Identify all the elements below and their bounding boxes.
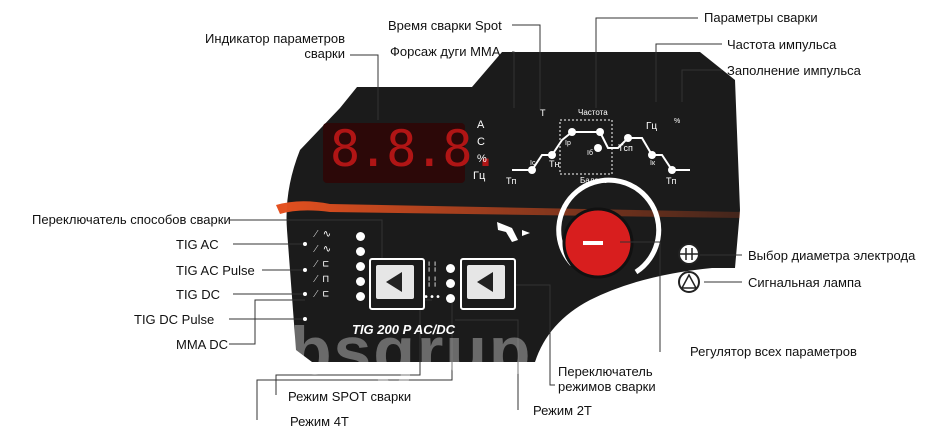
- tig-dc-symbol: ⁄ ⊏: [315, 259, 329, 270]
- led-tig-ac: [356, 232, 365, 241]
- led-tig-dc-pulse: [356, 277, 365, 286]
- tig-ac-symbol: ⁄ ∿: [315, 229, 332, 240]
- arrow-left-icon: [477, 272, 493, 292]
- label-pulse-freq: Частота импульса: [727, 37, 837, 52]
- tig-ac-pulse-symbol: ⁄ ∿: [315, 244, 332, 255]
- unit-hz: Гц: [473, 170, 486, 182]
- label-tig-ac-pulse: TIG AC Pulse: [176, 263, 255, 278]
- label-tig-dc: TIG DC: [176, 287, 221, 302]
- param-tp2: Tп: [666, 176, 677, 186]
- unit-pct: %: [477, 153, 487, 165]
- param-ip: Iр: [565, 140, 571, 147]
- knob-scale: [556, 177, 662, 275]
- mma-dc-symbol: ⁄ ⊏: [315, 289, 329, 300]
- label-pulse-fill: Заполнение импульса: [727, 63, 861, 78]
- orange-stripe: [276, 201, 740, 218]
- balance-label: Баланс: [580, 176, 608, 185]
- param-ic: Iс: [530, 160, 536, 167]
- param-ik: Iк: [650, 160, 656, 167]
- label-spot-time: Время сварки Spot: [388, 18, 502, 33]
- label-indicator: Индикатор параметров сварки: [205, 31, 345, 61]
- led-mma-dc: [356, 292, 365, 301]
- t-label: T: [540, 108, 546, 118]
- mode-select-button[interactable]: [460, 258, 516, 310]
- arrow-left-icon: [386, 272, 402, 292]
- model-name: TIG 200 P AC/DC: [352, 322, 456, 337]
- led-tig-ac-pulse: [356, 247, 365, 256]
- process-select-button[interactable]: [369, 258, 425, 310]
- led-4t: [446, 279, 455, 288]
- torch-icon: [497, 222, 518, 242]
- tig-dc-pulse-symbol: ⁄ ⊓: [315, 274, 329, 285]
- led-tig-dc: [356, 262, 365, 271]
- param-graph: [512, 131, 690, 171]
- param-tn: Tн: [549, 159, 560, 169]
- label-2t: Режим 2T: [533, 403, 592, 418]
- label-tig-ac: TIG AC: [176, 237, 219, 252]
- label-mma-force: Форсаж дуги MMA: [390, 44, 501, 59]
- param-tp1: Tп: [506, 176, 517, 186]
- unit-a: А: [477, 119, 485, 131]
- label-electrode-dia: Выбор диаметра электрода: [748, 248, 916, 263]
- mode-2t-symbol: ╎╎: [426, 262, 439, 273]
- display-digits: 8.8.8.: [330, 120, 501, 178]
- led-spot: [446, 294, 455, 303]
- watermark: bsgrup.by: [290, 313, 637, 389]
- pct-label: %: [674, 118, 681, 125]
- label-signal-lamp: Сигнальная лампа: [748, 275, 862, 290]
- label-spot-mode: Режим SPOT сварки: [288, 389, 412, 404]
- label-tig-dc-pulse: TIG DC Pulse: [134, 312, 215, 327]
- unit-c: С: [477, 136, 485, 148]
- label-mode-switch: Переключатель способов сварки: [32, 212, 231, 227]
- label-regulator: Регулятор всех параметров: [690, 344, 857, 359]
- param-tcp: Tсп: [618, 143, 633, 153]
- label-mode-switch2: Переключатель режимов сварки: [558, 364, 656, 394]
- freq-label: Частота: [578, 108, 608, 117]
- led-2t: [446, 264, 455, 273]
- label-4t: Режим 4T: [290, 414, 349, 429]
- display-window: [323, 123, 465, 183]
- label-weld-params: Параметры сварки: [704, 10, 818, 25]
- param-ib: Iб: [587, 150, 593, 157]
- mode-spot-symbol: •••: [423, 292, 442, 303]
- signal-lamp-icon: [678, 271, 700, 293]
- hz-label: Гц: [646, 121, 658, 132]
- mode-4t-symbol: ╎╎: [426, 277, 439, 288]
- label-mma-dc: MMA DC: [176, 337, 228, 352]
